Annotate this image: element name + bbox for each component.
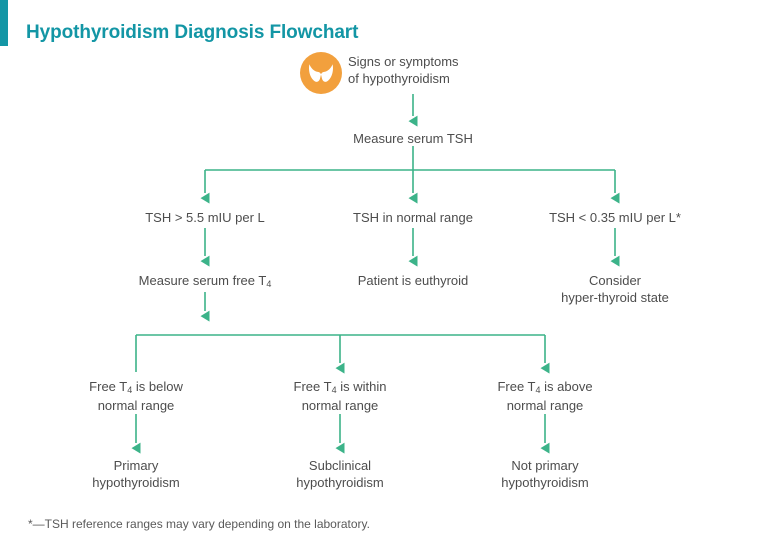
thyroid-gland-icon — [300, 52, 342, 94]
header-accent-bar — [0, 0, 8, 46]
node-ft4-below: Free T4 is below normal range — [89, 379, 183, 413]
node-subclinical-hypothyroidism: Subclinical hypothyroidism — [296, 458, 384, 490]
node-consider-hyperthyroid: Consider hyper-thyroid state — [561, 273, 669, 305]
node-measure-free-t4: Measure serum free T4 — [138, 273, 272, 289]
node-ft4-above: Free T4 is above normal range — [497, 379, 593, 413]
node-tsh-low: TSH < 0.35 mIU per L* — [549, 210, 681, 225]
node-measure-serum-tsh: Measure serum TSH — [353, 131, 473, 146]
node-primary-hypothyroidism: Primary hypothyroidism — [92, 458, 180, 490]
node-patient-euthyroid: Patient is euthyroid — [357, 273, 469, 288]
node-start: Signs or symptoms of hypothyroidism — [348, 54, 459, 86]
node-not-primary-hypothyroidism: Not primary hypothyroidism — [501, 458, 589, 490]
footnote-tsh-reference: *—TSH reference ranges may vary dependin… — [28, 517, 370, 531]
node-tsh-normal: TSH in normal range — [353, 210, 473, 225]
page-title: Hypothyroidism Diagnosis Flowchart — [26, 22, 359, 43]
node-tsh-high: TSH > 5.5 mIU per L — [145, 210, 265, 225]
node-ft4-within: Free T4 is within normal range — [293, 379, 387, 413]
